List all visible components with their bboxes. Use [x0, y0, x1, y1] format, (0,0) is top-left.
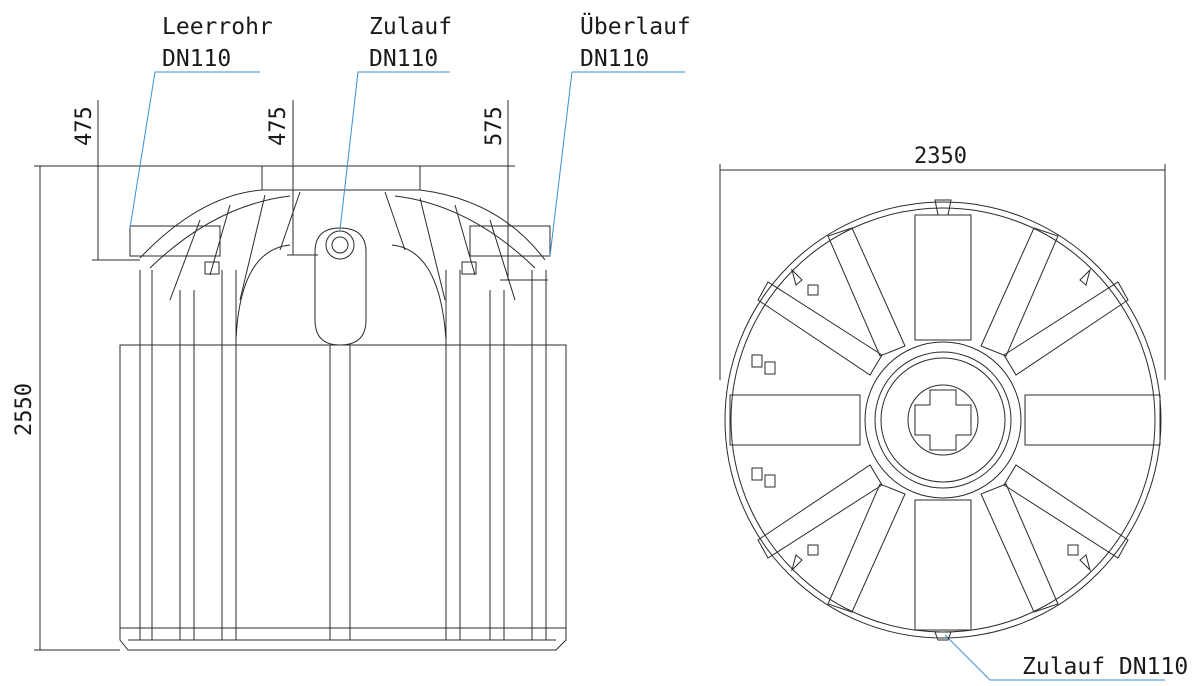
zulauf-top-view-label: Zulauf DN110 [1022, 654, 1189, 680]
leerrohr-size-label: DN110 [162, 46, 232, 72]
dimension-total-height: 2550 [12, 383, 37, 436]
zulauf-label: Zulauf [369, 14, 453, 40]
dimension-ueberlauf-depth: 575 [482, 106, 507, 146]
ueberlauf-size-label: DN110 [580, 46, 650, 72]
side-view [34, 100, 567, 651]
dimension-zulauf-depth: 475 [266, 106, 291, 146]
leader-lines [129, 71, 1165, 681]
dimension-leerrohr-depth: 475 [72, 106, 97, 146]
leerrohr-label: Leerrohr [162, 14, 273, 40]
dimension-diameter: 2350 [914, 144, 967, 169]
ueberlauf-label: Überlauf [580, 14, 691, 40]
top-view [719, 164, 1166, 641]
zulauf-size-label: DN110 [369, 46, 439, 72]
